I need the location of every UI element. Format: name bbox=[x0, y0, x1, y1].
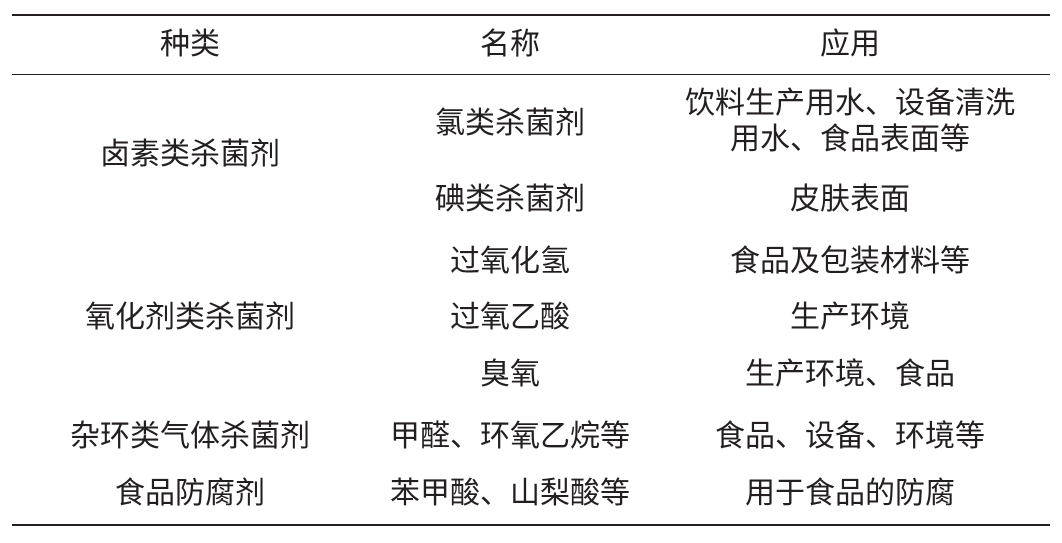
category-cell: 氧化剂类杀菌剂 bbox=[85, 300, 295, 335]
name-cell: 过氧乙酸 bbox=[450, 300, 570, 335]
category-cell: 卤素类杀菌剂 bbox=[100, 137, 280, 172]
header-category: 种类 bbox=[160, 27, 220, 62]
application-cell: 生产环境 bbox=[790, 300, 910, 335]
name-cell: 过氧化氢 bbox=[450, 244, 570, 279]
application-cell: 用水、食品表面等 bbox=[730, 122, 970, 157]
application-cell: 皮肤表面 bbox=[790, 182, 910, 217]
name-cell: 臭氧 bbox=[480, 357, 540, 392]
name-cell: 苯甲酸、山梨酸等 bbox=[390, 476, 630, 511]
application-cell: 食品、设备、环境等 bbox=[715, 419, 985, 454]
header-name: 名称 bbox=[480, 27, 540, 62]
table-top-rule bbox=[12, 14, 1050, 16]
category-cell: 食品防腐剂 bbox=[115, 476, 265, 511]
table-bottom-rule bbox=[12, 524, 1050, 526]
application-cell: 用于食品的防腐 bbox=[745, 476, 955, 511]
header-application: 应用 bbox=[820, 27, 880, 62]
application-cell: 饮料生产用水、设备清洗 bbox=[685, 86, 1015, 121]
name-cell: 碘类杀菌剂 bbox=[435, 182, 585, 217]
name-cell: 甲醛、环氧乙烷等 bbox=[390, 419, 630, 454]
category-cell: 杂环类气体杀菌剂 bbox=[70, 419, 310, 454]
table-header-rule bbox=[12, 74, 1050, 75]
name-cell: 氯类杀菌剂 bbox=[435, 106, 585, 141]
application-cell: 食品及包装材料等 bbox=[730, 244, 970, 279]
application-cell: 生产环境、食品 bbox=[745, 357, 955, 392]
